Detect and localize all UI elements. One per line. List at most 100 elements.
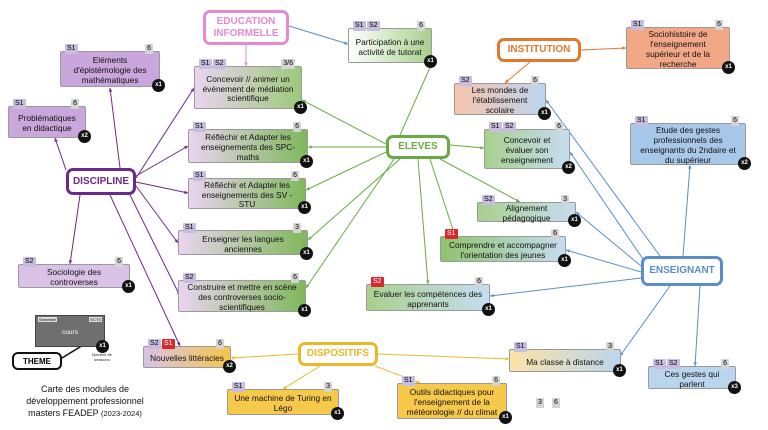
semester-tag: S1 xyxy=(199,59,212,69)
map-caption: Carte des modules de développement profe… xyxy=(20,383,150,420)
ects-tag: 6 xyxy=(291,273,299,283)
module-title: Comprendre et accompagner l'orientation … xyxy=(449,240,557,260)
session-badge: x1 xyxy=(499,411,512,424)
semester-tag: S2 xyxy=(371,277,384,287)
caption-line: Carte des modules de xyxy=(40,384,130,394)
semester-tag: S1 xyxy=(653,359,666,369)
module-title: Une machine de Turing en Légo xyxy=(234,393,332,413)
module-title: Concevoir // animer un événement de médi… xyxy=(202,73,294,104)
module-title: Outils didactiques pour l'enseignement d… xyxy=(406,387,498,417)
session-badge: x1 xyxy=(122,280,135,293)
semester-tag: S1 xyxy=(193,122,206,132)
connector-line xyxy=(399,62,433,136)
connector-line xyxy=(619,285,671,357)
arrow-head xyxy=(505,79,509,83)
legend-sessions-label: Nombre de sessions xyxy=(92,352,112,362)
caption-line: masters FEADEP (2023-2024) xyxy=(20,407,150,420)
semester-tag: S1 xyxy=(353,21,366,31)
session-badge: x1 xyxy=(298,201,311,214)
module-title: Construire et mettre en scène des contro… xyxy=(187,282,297,312)
semester-tag: S2 xyxy=(503,122,516,132)
connector-line xyxy=(545,99,661,257)
arrow-head xyxy=(190,88,194,92)
module-didactique: S1 6 Problématiques en didactique x2 xyxy=(8,99,91,143)
ects-tag: 6 xyxy=(475,277,483,287)
caption-year: (2023-2024) xyxy=(101,409,142,418)
module-title: Ma classe à distance xyxy=(526,356,604,367)
arrow-head xyxy=(184,146,188,150)
module-title: Alignement pédagogique xyxy=(502,203,551,223)
arrow-head xyxy=(174,239,178,243)
session-badge: x1 xyxy=(424,55,437,68)
module-nouvelles-litteracies: S2 S1 6 Nouvelles littéracies x2 xyxy=(143,339,236,373)
module-title: Réfléchir et Adapter les enseignements d… xyxy=(201,179,293,210)
hub-enseignant: ENSEIGNANT xyxy=(641,256,723,286)
semester-tag: S2 xyxy=(213,59,226,69)
connector-line xyxy=(580,47,627,51)
session-badge: x1 xyxy=(300,247,313,260)
semester-tag: S2 xyxy=(148,339,161,349)
module-title: Problématiques en didactique xyxy=(18,113,76,133)
module-orientation-jeunes: S1 6 Comprendre et accompagner l'orienta… xyxy=(440,229,571,267)
legend-course-box: Semestre ECTS cours xyxy=(35,315,105,347)
arrow-head xyxy=(108,88,113,92)
ects-tag: 6 xyxy=(417,21,425,31)
semester-tag: S1 xyxy=(635,116,648,126)
legend-ects: ECTS xyxy=(89,317,102,322)
module-title: Ces gestes qui parlent xyxy=(664,368,720,389)
connector-line xyxy=(301,99,387,145)
ects-tag: 6 xyxy=(551,229,559,239)
semester-tag: S2 xyxy=(459,76,472,86)
connector-line xyxy=(489,277,642,297)
connector-line xyxy=(417,158,429,285)
arrow-head xyxy=(566,249,570,253)
session-badge: x1 xyxy=(538,107,551,120)
hub-discipline: DISCIPLINE xyxy=(66,168,136,195)
arrow-head xyxy=(425,280,430,284)
arrow-head xyxy=(693,362,697,366)
hub-dispositifs: DISPOSITIFS xyxy=(298,342,378,366)
session-badge: x1 xyxy=(568,214,581,227)
semester-tag: S1 xyxy=(183,223,196,233)
ects-tag: 6 xyxy=(293,122,301,132)
ects-legend-tag: 3 xyxy=(536,398,544,408)
connector-line xyxy=(135,185,179,244)
connector-line xyxy=(230,353,299,359)
legend-session-badge: x1 xyxy=(96,340,109,353)
module-title: Enseigner les langues anciennes xyxy=(202,233,284,254)
module-title: Evaluer les compétences des apprenants xyxy=(373,288,483,309)
semester-tag: S2 xyxy=(23,257,36,267)
arrow-head xyxy=(184,190,188,194)
module-concevoir-evaluer: S1 S2 6 Concevoir et évaluer son enseign… xyxy=(484,122,575,174)
session-badge: x1 xyxy=(613,364,626,377)
module-alignement-pedagogique: S2 3 Alignement pédagogique x1 xyxy=(477,195,581,227)
arrow-head xyxy=(306,186,310,191)
module-meteorologie-climat: S1 6 Outils didactiques pour l'enseignem… xyxy=(397,376,512,424)
semester-tag: S2 xyxy=(482,195,495,205)
arrow-head xyxy=(344,41,348,45)
session-badge: x1 xyxy=(294,101,307,114)
hub-institution: INSTITUTION xyxy=(497,38,581,62)
module-sociohistoire: S1 6 Sociohistoire de l'enseignement sup… xyxy=(626,20,735,74)
module-mondes-etablissement: S2 6 Les mondes de l'établissement scola… xyxy=(454,76,551,120)
module-classe-distance: S1 3 Ma classe à distance x1 xyxy=(509,342,626,377)
session-badge: x1 xyxy=(482,303,495,316)
session-badge: x1 xyxy=(331,407,344,420)
session-badge: x1 xyxy=(558,254,571,267)
module-title: Sociologie des controverses xyxy=(47,267,101,287)
hub-eleves: ELEVES xyxy=(386,135,450,159)
semester-tag: S1 xyxy=(13,99,26,109)
semester-tag: S1 xyxy=(402,376,415,386)
module-mediation: S1 S2 3/6 Concevoir // animer un événeme… xyxy=(194,59,307,114)
arrow-head xyxy=(283,385,287,389)
ects-tag: 3 xyxy=(324,382,332,392)
module-title: Etude des gestes professionnels des ense… xyxy=(640,125,736,165)
connector-line xyxy=(569,151,646,263)
connector-line xyxy=(565,249,642,273)
arrow-head xyxy=(516,198,520,202)
arrow-head xyxy=(68,260,73,264)
caption-line: développement professionnel xyxy=(26,396,144,406)
session-badge: x2 xyxy=(738,157,751,170)
arrow-head xyxy=(546,100,550,104)
